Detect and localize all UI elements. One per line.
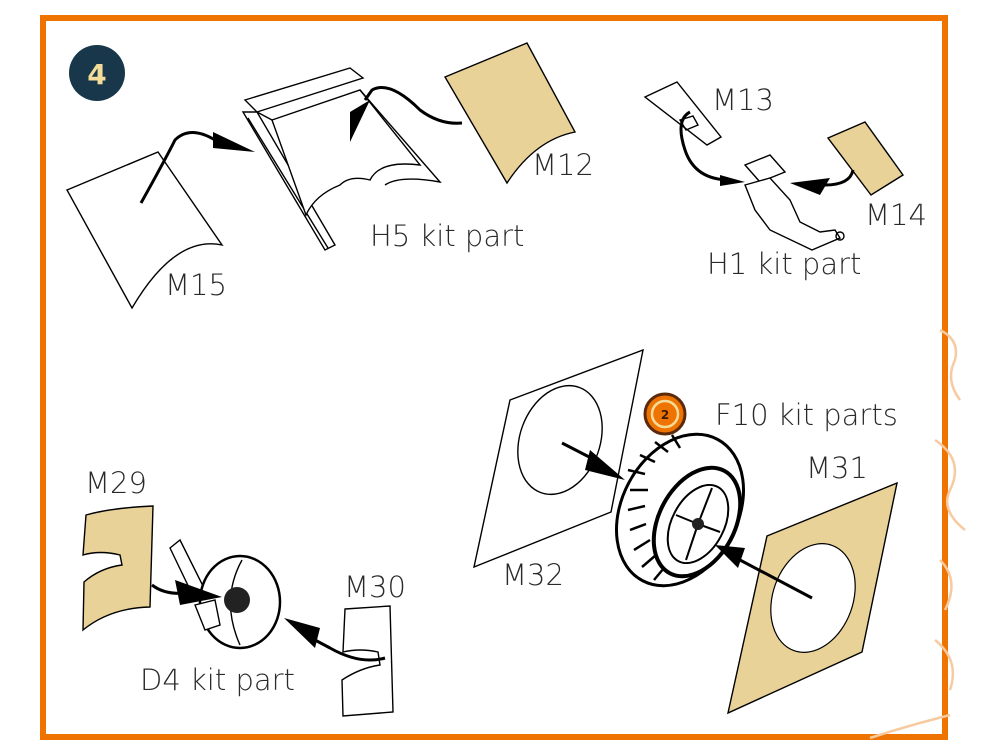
arrowhead-icon [720, 175, 745, 186]
arrow-m15-to-h5 [139, 131, 216, 204]
arrowhead-icon [715, 545, 745, 568]
decorative-swirl [869, 328, 966, 740]
label-h1-kit-part: H1 kit part [707, 247, 861, 281]
arrowhead-icon [213, 132, 255, 152]
label-m12: M12 [532, 148, 594, 182]
tailwheel-group: M29 M30 D4 kit part [82, 466, 406, 717]
f10-wheel-part [614, 432, 746, 588]
step-number: 4 [87, 58, 106, 91]
wheel-group: 2 F10 kit parts M32 M31 [473, 348, 898, 715]
arrow-m31-to-wheel [739, 558, 813, 600]
mask-m14-shape [826, 121, 905, 196]
mask-m15-shape [66, 151, 224, 310]
mask-m30-shape [341, 605, 394, 717]
d4-tailwheel-part [169, 538, 282, 650]
arrow-m13-to-h1 [679, 110, 731, 182]
label-m32: M32 [502, 558, 564, 592]
label-f10-kit-parts: F10 kit parts [715, 398, 898, 432]
arrowhead-icon [350, 100, 370, 142]
repeat-count: 2 [661, 408, 669, 422]
arrow-m12-to-h5 [363, 86, 463, 125]
label-h5-kit-part: H5 kit part [370, 219, 524, 253]
arrowhead-icon [175, 580, 222, 605]
canopy-group: M15 M12 H5 kit part [66, 42, 594, 310]
arrow-m14-to-h1 [824, 169, 855, 187]
arrowhead-icon [284, 618, 320, 648]
label-m30: M30 [344, 570, 406, 604]
mask-m12-shape [443, 42, 577, 185]
arrow-m30-to-d4 [314, 638, 386, 662]
label-m29: M29 [85, 466, 147, 500]
mask-m29-shape [82, 505, 154, 632]
mask-m31-hole [770, 543, 856, 653]
h1-group: M13 M14 H1 kit part [643, 81, 927, 281]
label-m15: M15 [165, 268, 227, 302]
repeat-x2-icon: 2 [643, 392, 687, 436]
mask-m13-shape [643, 81, 723, 146]
step-badge: 4 [69, 45, 125, 101]
mask-m32-shape [473, 348, 644, 569]
h1-part [743, 154, 845, 251]
label-m14: M14 [865, 198, 927, 232]
arrowhead-icon [790, 178, 830, 195]
arrowhead-icon [585, 450, 625, 480]
label-d4-kit-part: D4 kit part [140, 663, 295, 697]
label-m13: M13 [712, 83, 774, 117]
h5-canopy-part [241, 67, 442, 251]
label-m31: M31 [806, 451, 868, 485]
